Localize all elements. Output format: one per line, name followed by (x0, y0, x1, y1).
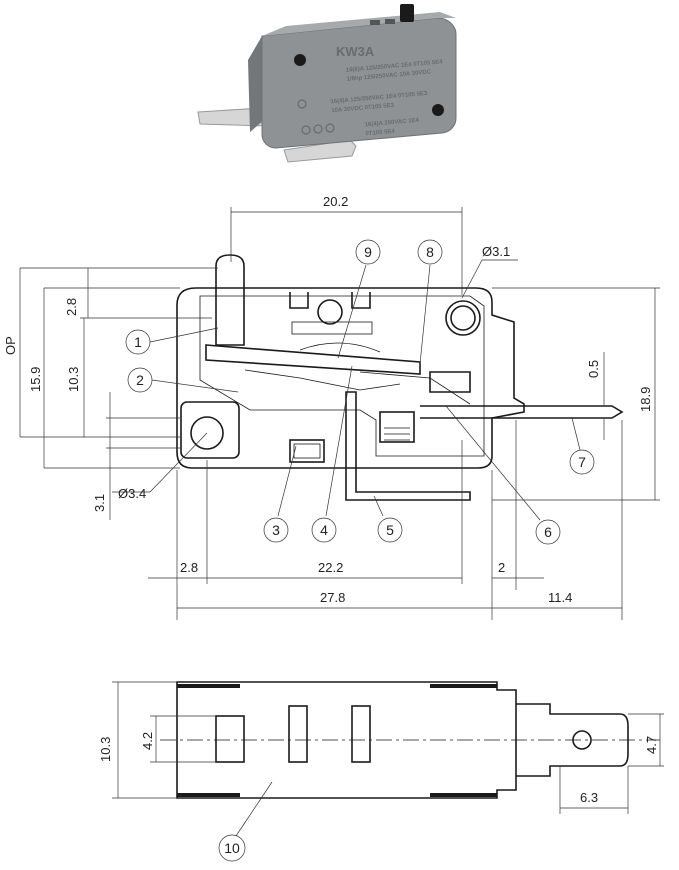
dim-terminal-width: 4.7 (644, 736, 659, 754)
front-top-clip-left (289, 292, 309, 309)
dim-left-margin: 2.8 (180, 560, 198, 575)
front-moving-blade (359, 371, 471, 405)
dim-hole-spacing: 22.2 (318, 560, 343, 575)
photo-hole-left (294, 54, 306, 66)
photo-cert-logo-1 (297, 99, 307, 109)
photo-body (261, 17, 457, 149)
front-callouts: 1 2 3 4 5 6 7 8 9 (125, 239, 595, 545)
front-dimensions: 20.2 Ø3.1 OP 15.9 10.3 2.8 3.1 (3, 194, 660, 620)
photo-marking-line-5: 16(4)A 250VAC 1E4 (364, 118, 419, 129)
bottom-view: 10.3 4.2 4.7 6.3 10 (98, 681, 664, 862)
front-terminal-block-hatch (384, 427, 410, 441)
photo-model-label: KW3A (336, 44, 375, 59)
dim-bottom-body-width: 10.3 (98, 737, 113, 762)
front-window (289, 439, 325, 463)
front-lever (205, 344, 421, 375)
dim-body-height: 18.9 (638, 387, 653, 412)
callout-2: 2 (136, 372, 144, 388)
front-common-contact (429, 371, 471, 393)
bottom-terminal-hole (572, 730, 592, 750)
dim-op-label: OP (3, 336, 18, 355)
dim-body-length: 27.8 (320, 590, 345, 605)
dim-terminal-length: 11.4 (548, 590, 572, 605)
callout-3: 3 (272, 522, 280, 538)
bottom-terminal (516, 703, 629, 777)
front-inner-outline (199, 295, 485, 457)
dim-hole-top: Ø3.1 (482, 244, 510, 259)
photo-slot-2 (385, 19, 395, 24)
photo-cert-logo-2 (301, 125, 311, 135)
dim-left-hole-offset: 3.1 (92, 494, 107, 512)
dim-top-width: 20.2 (323, 194, 348, 209)
front-hole-right (445, 300, 481, 336)
dim-terminal-length-bottom: 6.3 (580, 790, 598, 805)
product-photo: KW3A 16(6)A 125/250VAC 1E4 0T105 5E4 1/8… (197, 4, 457, 163)
bottom-slot-2 (288, 705, 308, 763)
front-body-outline (176, 287, 525, 469)
bottom-slot-3 (351, 705, 371, 763)
front-pivot (317, 299, 343, 325)
front-window-inner (293, 443, 321, 459)
bottom-callouts: 10 (218, 781, 273, 862)
dim-right-gap: 2 (498, 560, 505, 575)
callout-6: 6 (544, 524, 552, 540)
dim-op-height: 15.9 (28, 367, 43, 392)
front-hole-right-inner (450, 305, 476, 331)
front-hole-left-frame (180, 401, 240, 459)
dim-slot-width: 4.2 (140, 732, 155, 750)
photo-cert-logo-4 (325, 123, 335, 133)
dim-terminal-offset: 0.5 (586, 360, 601, 378)
callout-10: 10 (224, 840, 240, 856)
callout-5: 5 (386, 522, 394, 538)
dim-inner-height: 10.3 (66, 367, 81, 392)
photo-body-side (248, 36, 264, 132)
dim-actuator-offset: 2.8 (64, 298, 79, 316)
photo-marking-line-6: 0T105 5E4 (365, 129, 395, 138)
front-top-clip-right (351, 292, 371, 309)
photo-marking-line-4: 10A 30VDC 0T105 5E3 (331, 103, 395, 115)
front-terminal-5 (345, 391, 471, 501)
callout-7: 7 (578, 454, 586, 470)
photo-slot-1 (370, 20, 380, 25)
callout-8: 8 (426, 244, 434, 260)
front-terminal-block (379, 411, 415, 443)
photo-hole-right (432, 104, 444, 116)
front-hole-left (190, 416, 224, 450)
dim-left-hole: Ø3.4 (118, 486, 146, 501)
front-actuator (215, 254, 245, 346)
callout-4: 4 (320, 522, 328, 538)
callout-1: 1 (134, 334, 142, 350)
front-spring (244, 342, 401, 391)
bottom-dimensions: 10.3 4.2 4.7 6.3 (98, 681, 664, 814)
bottom-slot-1 (215, 715, 245, 763)
photo-cert-logo-3 (313, 124, 323, 134)
photo-actuator (400, 4, 414, 22)
front-contact-block (291, 321, 373, 335)
callout-9: 9 (364, 244, 372, 260)
front-view: 20.2 Ø3.1 OP 15.9 10.3 2.8 3.1 (3, 194, 660, 620)
front-terminal-7 (420, 405, 624, 419)
